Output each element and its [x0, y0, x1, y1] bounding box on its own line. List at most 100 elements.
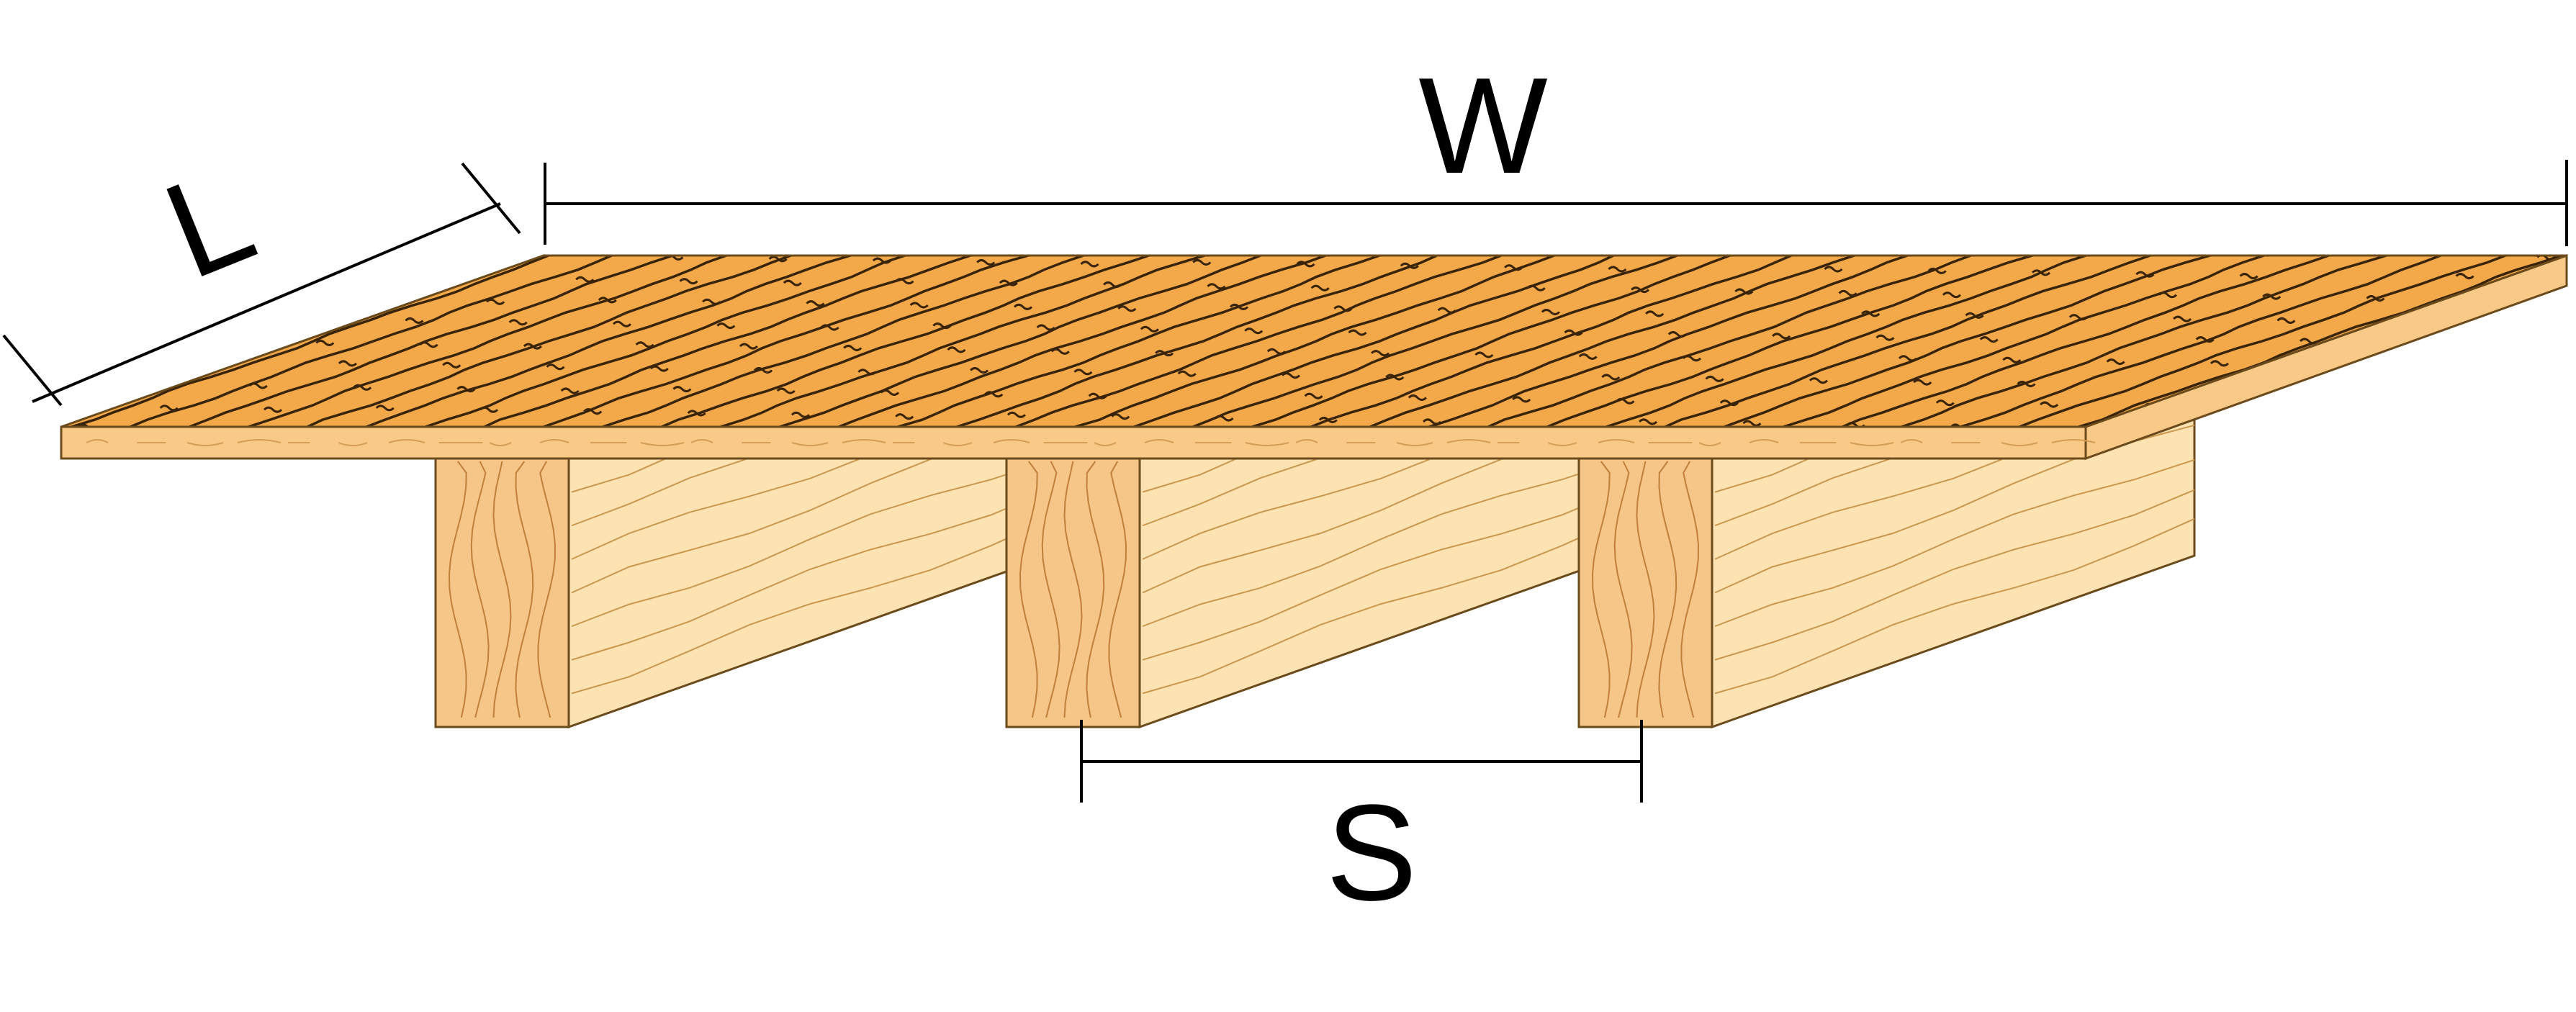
top-grain-line [1901, 256, 2387, 427]
top-grain-line [71, 256, 549, 427]
top-grain-line [720, 256, 1205, 427]
joist-end-grain [470, 461, 490, 718]
top-grain-fleck [1229, 303, 1249, 310]
top-grain-fleck [679, 278, 698, 285]
top-grain-fleck [159, 405, 179, 412]
top-grain-fleck [1474, 351, 1494, 358]
top-grain-fleck [405, 317, 424, 324]
top-grain-fleck [2158, 292, 2177, 299]
top-grain-fleck [768, 256, 788, 263]
top-grain-fleck [598, 297, 617, 304]
joist-end-grain [492, 461, 512, 718]
sheathing-edge-grain [86, 439, 2096, 446]
top-grain-fleck [895, 278, 914, 285]
top-grain-line [956, 256, 1438, 427]
top-grain-fleck [1601, 374, 1621, 381]
top-grain-fleck [1942, 292, 1961, 299]
top-grain-fleck [1504, 264, 1523, 271]
top-grain-fleck [2299, 338, 2319, 345]
top-grain-fleck [338, 360, 357, 367]
top-grain-line [307, 256, 792, 427]
top-grain-fleck [508, 319, 528, 326]
top-grain-line [1606, 256, 2086, 427]
top-grain-fleck [635, 341, 654, 348]
edge-grain-mark [1749, 439, 1779, 443]
top-grain-fleck [442, 361, 461, 369]
joist-side-grain [1142, 518, 1623, 695]
top-grain-fleck [1824, 266, 1843, 273]
top-grain-fleck [1541, 309, 1560, 315]
joist-end-grain [1019, 461, 1038, 718]
length-dimension-line [32, 202, 501, 403]
top-grain-fleck [1645, 310, 1665, 317]
top-grain-fleck [1036, 324, 1055, 331]
joist-end-grain [448, 461, 467, 718]
top-grain-fleck [2106, 358, 2125, 366]
edge-grain-mark [1245, 442, 1289, 446]
top-grain-fleck [1140, 325, 1159, 333]
top-grain-fleck [1400, 262, 1419, 269]
top-grain-fleck [2068, 314, 2088, 321]
top-grain-fleck [2135, 271, 2155, 278]
top-grain-fleck [1013, 303, 1033, 310]
top-grain-fleck [1898, 355, 1918, 362]
top-grain-fleck [1006, 411, 1026, 418]
joist-end-grain [537, 461, 557, 718]
top-grain-line [425, 256, 906, 427]
top-grain-line [1192, 256, 1678, 427]
top-grain-fleck [1950, 423, 1970, 427]
joist-end-grain [1086, 461, 1105, 718]
edge-grain-mark [1295, 439, 1318, 443]
top-grain-line [1724, 256, 2211, 427]
top-grain-fleck [1564, 329, 1583, 336]
edge-grain-mark [2051, 439, 2096, 443]
top-grain-fleck [523, 343, 542, 350]
top-grain-fleck [1875, 334, 1895, 341]
top-grain-fleck [776, 387, 796, 394]
top-grain-fleck [2031, 269, 2051, 276]
top-grain-fleck [1244, 327, 1264, 335]
top-grain-line [1546, 256, 2033, 427]
top-grain-line [1369, 256, 1855, 427]
top-grain-fleck [2195, 336, 2215, 343]
top-grain-fleck [2002, 356, 2022, 363]
joist-side-grain [571, 489, 1052, 661]
top-grain-fleck [486, 298, 505, 305]
joist-end-grain [1613, 461, 1633, 718]
edge-grain-mark [1446, 439, 1491, 443]
top-grain-fleck [2173, 315, 2192, 322]
top-grain-fleck [560, 387, 580, 394]
top-grain-fleck [248, 382, 268, 389]
top-grain-fleck [612, 320, 632, 327]
top-grain-fleck [1117, 305, 1137, 312]
edge-grain-mark [186, 442, 224, 446]
top-grain-fleck [1772, 333, 1791, 340]
top-grain-fleck [1318, 417, 1338, 423]
top-grain-line [1842, 256, 2330, 427]
joist-side-grain [571, 518, 1052, 695]
top-grain-fleck [1965, 312, 1984, 319]
joist-end-grain [1108, 461, 1127, 718]
edge-grain-mark [791, 442, 829, 446]
top-grain-fleck [1927, 267, 1947, 274]
top-grain-fleck [583, 408, 603, 415]
top-grain-fleck [1979, 336, 1999, 343]
edge-grain-mark [1144, 439, 1174, 443]
top-grain-line [484, 256, 971, 427]
top-grain-fleck [1935, 399, 1955, 407]
top-grain-line [543, 256, 1029, 427]
top-grain-line [1428, 256, 1908, 427]
top-grain-fleck [1423, 418, 1442, 425]
edge-grain-mark [539, 439, 569, 443]
top-grain-fleck [1861, 310, 1881, 317]
top-grain-fleck [315, 339, 335, 346]
top-grain-fleck [2536, 256, 2556, 261]
joist-end-grain [1680, 461, 1700, 718]
joist-end-face [1005, 457, 1141, 728]
top-grain-fleck [791, 411, 810, 418]
edge-grain-mark [993, 439, 1030, 443]
top-grain-fleck [1408, 394, 1427, 401]
top-grain-fleck [2276, 317, 2296, 324]
top-grain-fleck [976, 259, 996, 266]
